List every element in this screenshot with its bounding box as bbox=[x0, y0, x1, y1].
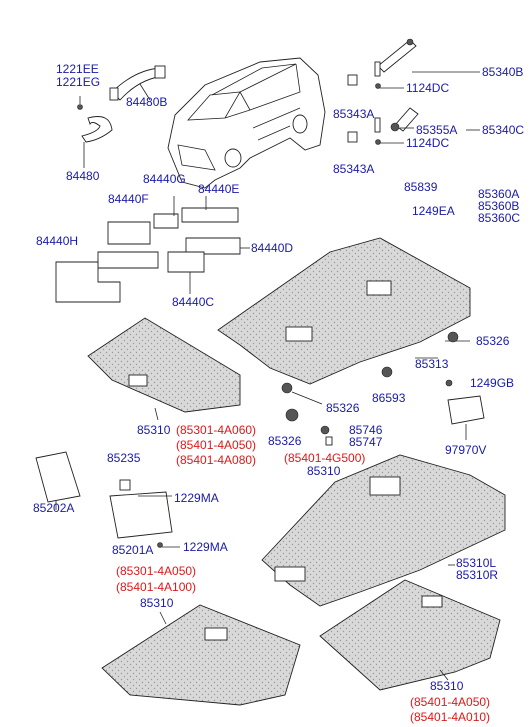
headliner-bottom-left bbox=[101, 604, 301, 706]
label-85360A[interactable]: 85360A bbox=[478, 187, 520, 201]
label-84480B[interactable]: 84480B bbox=[126, 95, 168, 109]
label-85310-b[interactable]: 85310 bbox=[307, 464, 341, 478]
label-85301-4A050[interactable]: (85301-4A050) bbox=[116, 564, 197, 578]
clip-parts bbox=[281, 331, 485, 446]
label-84440E[interactable]: 84440E bbox=[198, 182, 240, 196]
label-84440C[interactable]: 84440C bbox=[172, 295, 215, 309]
label-84480[interactable]: 84480 bbox=[66, 169, 100, 183]
roof-clip-parts bbox=[347, 38, 480, 145]
label-85360B[interactable]: 85360B bbox=[478, 199, 520, 213]
label-84440D[interactable]: 84440D bbox=[251, 241, 294, 255]
label-85313[interactable]: 85313 bbox=[415, 357, 449, 371]
van-illustration bbox=[167, 57, 326, 189]
sunvisor-parts bbox=[35, 451, 180, 548]
label-85326-a[interactable]: 85326 bbox=[476, 334, 510, 348]
label-1221EE[interactable]: 1221EE bbox=[56, 62, 99, 76]
label-1229MA-b[interactable]: 1229MA bbox=[183, 540, 228, 554]
label-84440G[interactable]: 84440G bbox=[143, 172, 186, 186]
label-85343A-b[interactable]: 85343A bbox=[333, 162, 375, 176]
label-1249EA[interactable]: 1249EA bbox=[412, 204, 455, 218]
insulation-pads bbox=[55, 196, 250, 303]
headliner-bottom-right bbox=[319, 579, 501, 691]
label-85235[interactable]: 85235 bbox=[107, 451, 141, 465]
headliner-large bbox=[261, 454, 506, 607]
label-85310L[interactable]: 85310L bbox=[456, 556, 497, 570]
label-85401-4A010[interactable]: (85401-4A010) bbox=[410, 710, 491, 724]
label-85310-c[interactable]: 85310 bbox=[140, 596, 174, 610]
label-85747[interactable]: 85747 bbox=[349, 435, 383, 449]
label-85401-4A100[interactable]: (85401-4A100) bbox=[116, 580, 197, 594]
label-85343A-a[interactable]: 85343A bbox=[333, 107, 375, 121]
label-1229MA-a[interactable]: 1229MA bbox=[174, 491, 219, 505]
label-1249GB[interactable]: 1249GB bbox=[470, 376, 515, 390]
label-85401-4A050-b[interactable]: (85401-4A050) bbox=[410, 695, 491, 709]
label-85310-a[interactable]: 85310 bbox=[137, 423, 171, 437]
label-85340C[interactable]: 85340C bbox=[482, 123, 525, 137]
label-86593[interactable]: 86593 bbox=[372, 391, 406, 405]
label-84440H[interactable]: 84440H bbox=[36, 234, 79, 248]
label-85401-4A050-a[interactable]: (85401-4A050) bbox=[176, 438, 257, 452]
label-85201A[interactable]: 85201A bbox=[112, 543, 154, 557]
label-97970V[interactable]: 97970V bbox=[445, 443, 487, 457]
label-85310R[interactable]: 85310R bbox=[456, 568, 499, 582]
label-85355A[interactable]: 85355A bbox=[416, 123, 458, 137]
assist-grip-parts bbox=[77, 65, 166, 168]
label-85401-4G500[interactable]: (85401-4G500) bbox=[284, 451, 366, 465]
label-85839[interactable]: 85839 bbox=[404, 180, 438, 194]
label-85401-4A080[interactable]: (85401-4A080) bbox=[176, 453, 257, 467]
label-85746[interactable]: 85746 bbox=[349, 423, 383, 437]
label-85310-d[interactable]: 85310 bbox=[430, 679, 464, 693]
label-85326-c[interactable]: 85326 bbox=[268, 434, 302, 448]
label-85340B[interactable]: 85340B bbox=[482, 65, 524, 79]
label-1124DC-a[interactable]: 1124DC bbox=[406, 81, 450, 95]
label-1221EG[interactable]: 1221EG bbox=[56, 75, 101, 89]
label-85202A[interactable]: 85202A bbox=[33, 501, 75, 515]
label-85360C[interactable]: 85360C bbox=[478, 211, 521, 225]
headliner-left bbox=[87, 317, 241, 421]
label-85326-b[interactable]: 85326 bbox=[326, 401, 360, 415]
label-84440F[interactable]: 84440F bbox=[108, 192, 149, 206]
label-1124DC-b[interactable]: 1124DC bbox=[406, 136, 450, 150]
label-85301-4A060[interactable]: (85301-4A060) bbox=[176, 423, 257, 437]
headliner-main bbox=[217, 237, 471, 385]
